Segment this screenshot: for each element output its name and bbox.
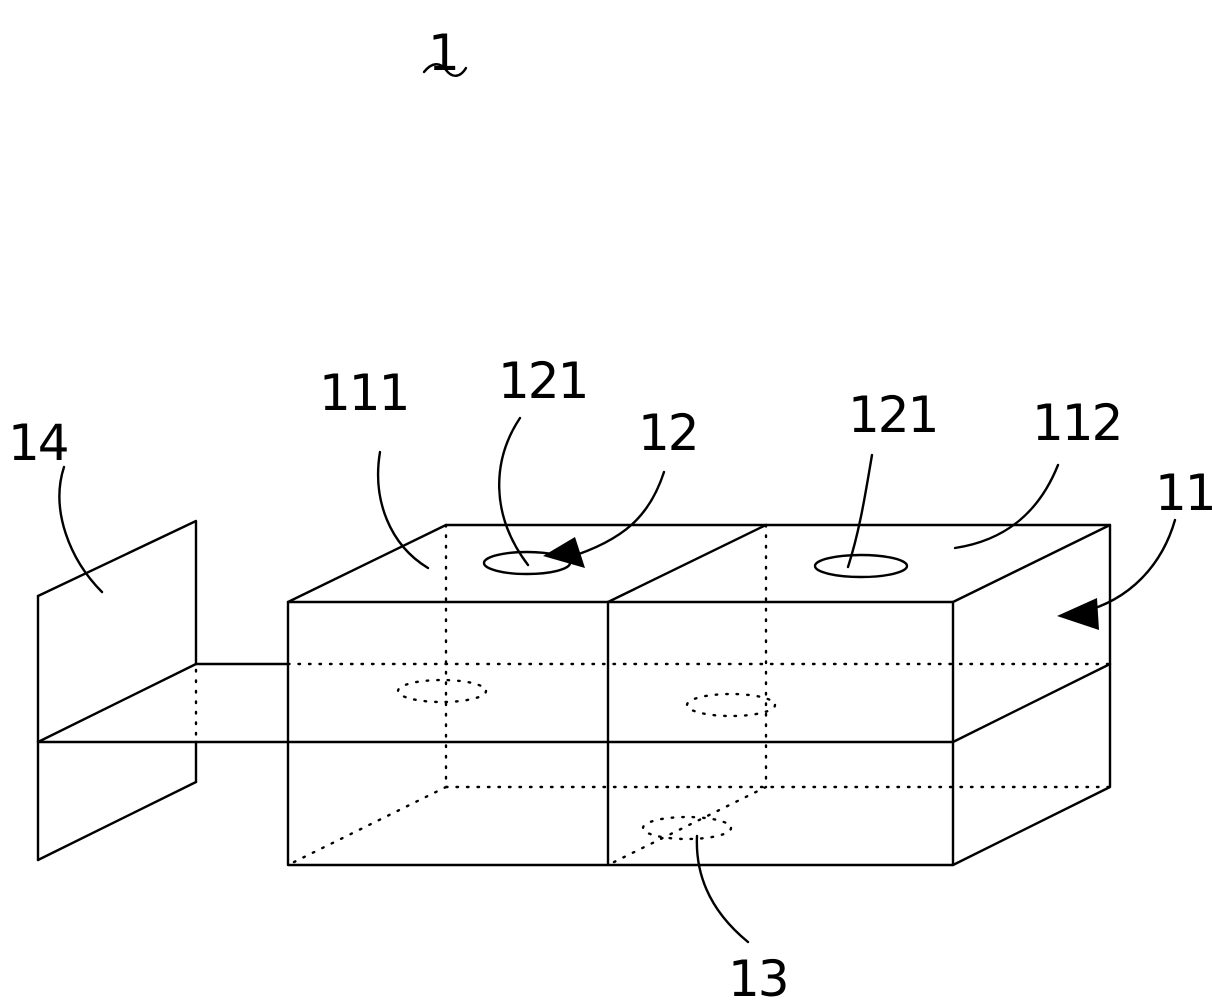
label-121-right: 121 xyxy=(848,386,937,444)
hidden-edges xyxy=(286,523,1112,867)
inner-opening-right xyxy=(685,692,777,718)
bottom-opening-13 xyxy=(641,815,733,841)
label-13: 13 xyxy=(728,950,788,1006)
label-11: 11 xyxy=(1155,464,1212,522)
arrow-head-11 xyxy=(1057,598,1099,630)
figure-number-tilde xyxy=(422,63,468,77)
label-112: 112 xyxy=(1032,394,1121,452)
housing-box-11 xyxy=(286,523,1112,867)
label-12: 12 xyxy=(638,404,698,462)
label-111: 111 xyxy=(319,364,408,422)
leader-lines xyxy=(58,416,1177,944)
inner-opening-left xyxy=(396,678,488,704)
label-121-left: 121 xyxy=(498,352,587,410)
top-opening-right xyxy=(813,553,909,579)
arrow-head-12 xyxy=(543,537,585,568)
side-panel-14 xyxy=(36,519,198,862)
connecting-arm xyxy=(36,662,290,744)
figure-number: 1 xyxy=(428,24,458,82)
label-14: 14 xyxy=(8,414,68,472)
